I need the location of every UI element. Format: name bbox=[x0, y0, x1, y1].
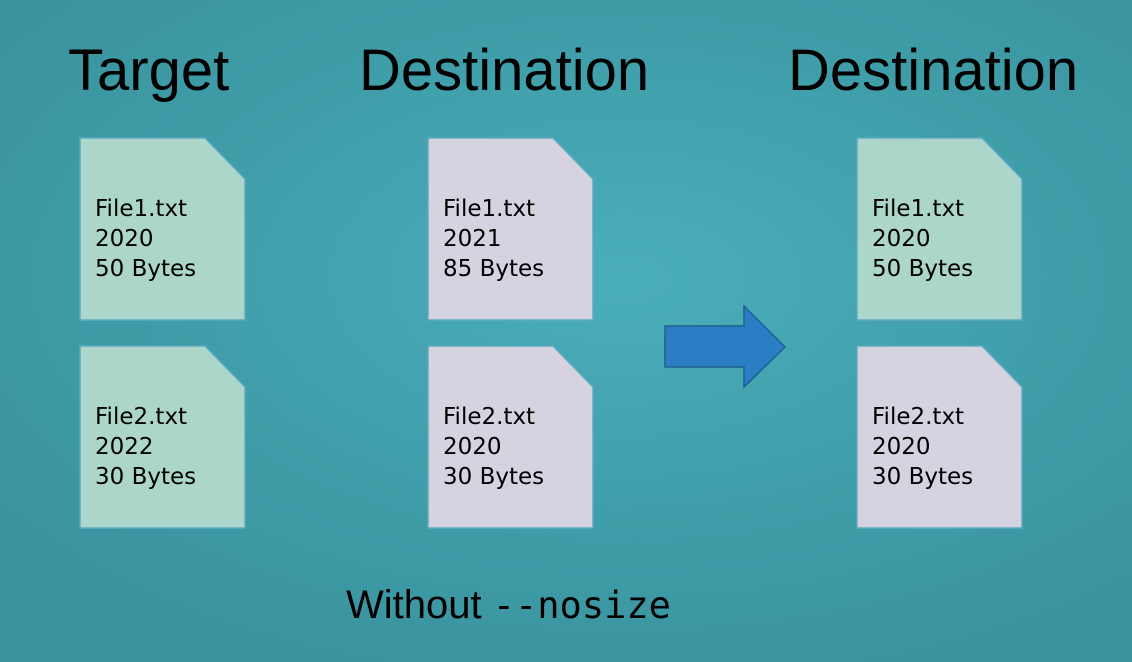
file-size: 30 Bytes bbox=[95, 464, 197, 490]
file-year: 2022 bbox=[95, 434, 154, 460]
document-icon bbox=[856, 345, 1023, 529]
file-name: File2.txt bbox=[872, 404, 965, 430]
file-name: File1.txt bbox=[872, 196, 965, 222]
document-icon bbox=[427, 137, 594, 321]
caption-flag: --nosize bbox=[492, 584, 671, 627]
file-name: File1.txt bbox=[95, 196, 188, 222]
right-arrow-icon bbox=[664, 305, 787, 389]
document-icon bbox=[79, 345, 246, 529]
file-year: 2020 bbox=[443, 434, 502, 460]
file-year: 2020 bbox=[95, 226, 154, 252]
document-icon bbox=[427, 345, 594, 529]
destination-before-file2-card: File2.txt 2020 30 Bytes bbox=[427, 345, 595, 529]
target-heading: Target bbox=[68, 38, 230, 103]
document-icon bbox=[79, 137, 246, 321]
destination-before-heading: Destination bbox=[359, 38, 650, 103]
file-size: 50 Bytes bbox=[872, 256, 974, 282]
file-name: File2.txt bbox=[443, 404, 536, 430]
destination-before-file1-card: File1.txt 2021 85 Bytes bbox=[427, 137, 595, 321]
file-name: File1.txt bbox=[443, 196, 536, 222]
caption: Without --nosize bbox=[346, 580, 671, 631]
file-size: 50 Bytes bbox=[95, 256, 197, 282]
document-icon bbox=[856, 137, 1023, 321]
destination-after-file1-card: File1.txt 2020 50 Bytes bbox=[856, 137, 1024, 321]
destination-after-heading: Destination bbox=[788, 38, 1079, 103]
file-year: 2020 bbox=[872, 226, 931, 252]
file-size: 85 Bytes bbox=[443, 256, 545, 282]
file-size: 30 Bytes bbox=[443, 464, 545, 490]
file-year: 2021 bbox=[443, 226, 502, 252]
target-file1-card: File1.txt 2020 50 Bytes bbox=[79, 137, 247, 321]
destination-after-file2-card: File2.txt 2020 30 Bytes bbox=[856, 345, 1024, 529]
file-size: 30 Bytes bbox=[872, 464, 974, 490]
file-year: 2020 bbox=[872, 434, 931, 460]
target-file2-card: File2.txt 2022 30 Bytes bbox=[79, 345, 247, 529]
file-name: File2.txt bbox=[95, 404, 188, 430]
caption-label: Without bbox=[346, 583, 493, 627]
